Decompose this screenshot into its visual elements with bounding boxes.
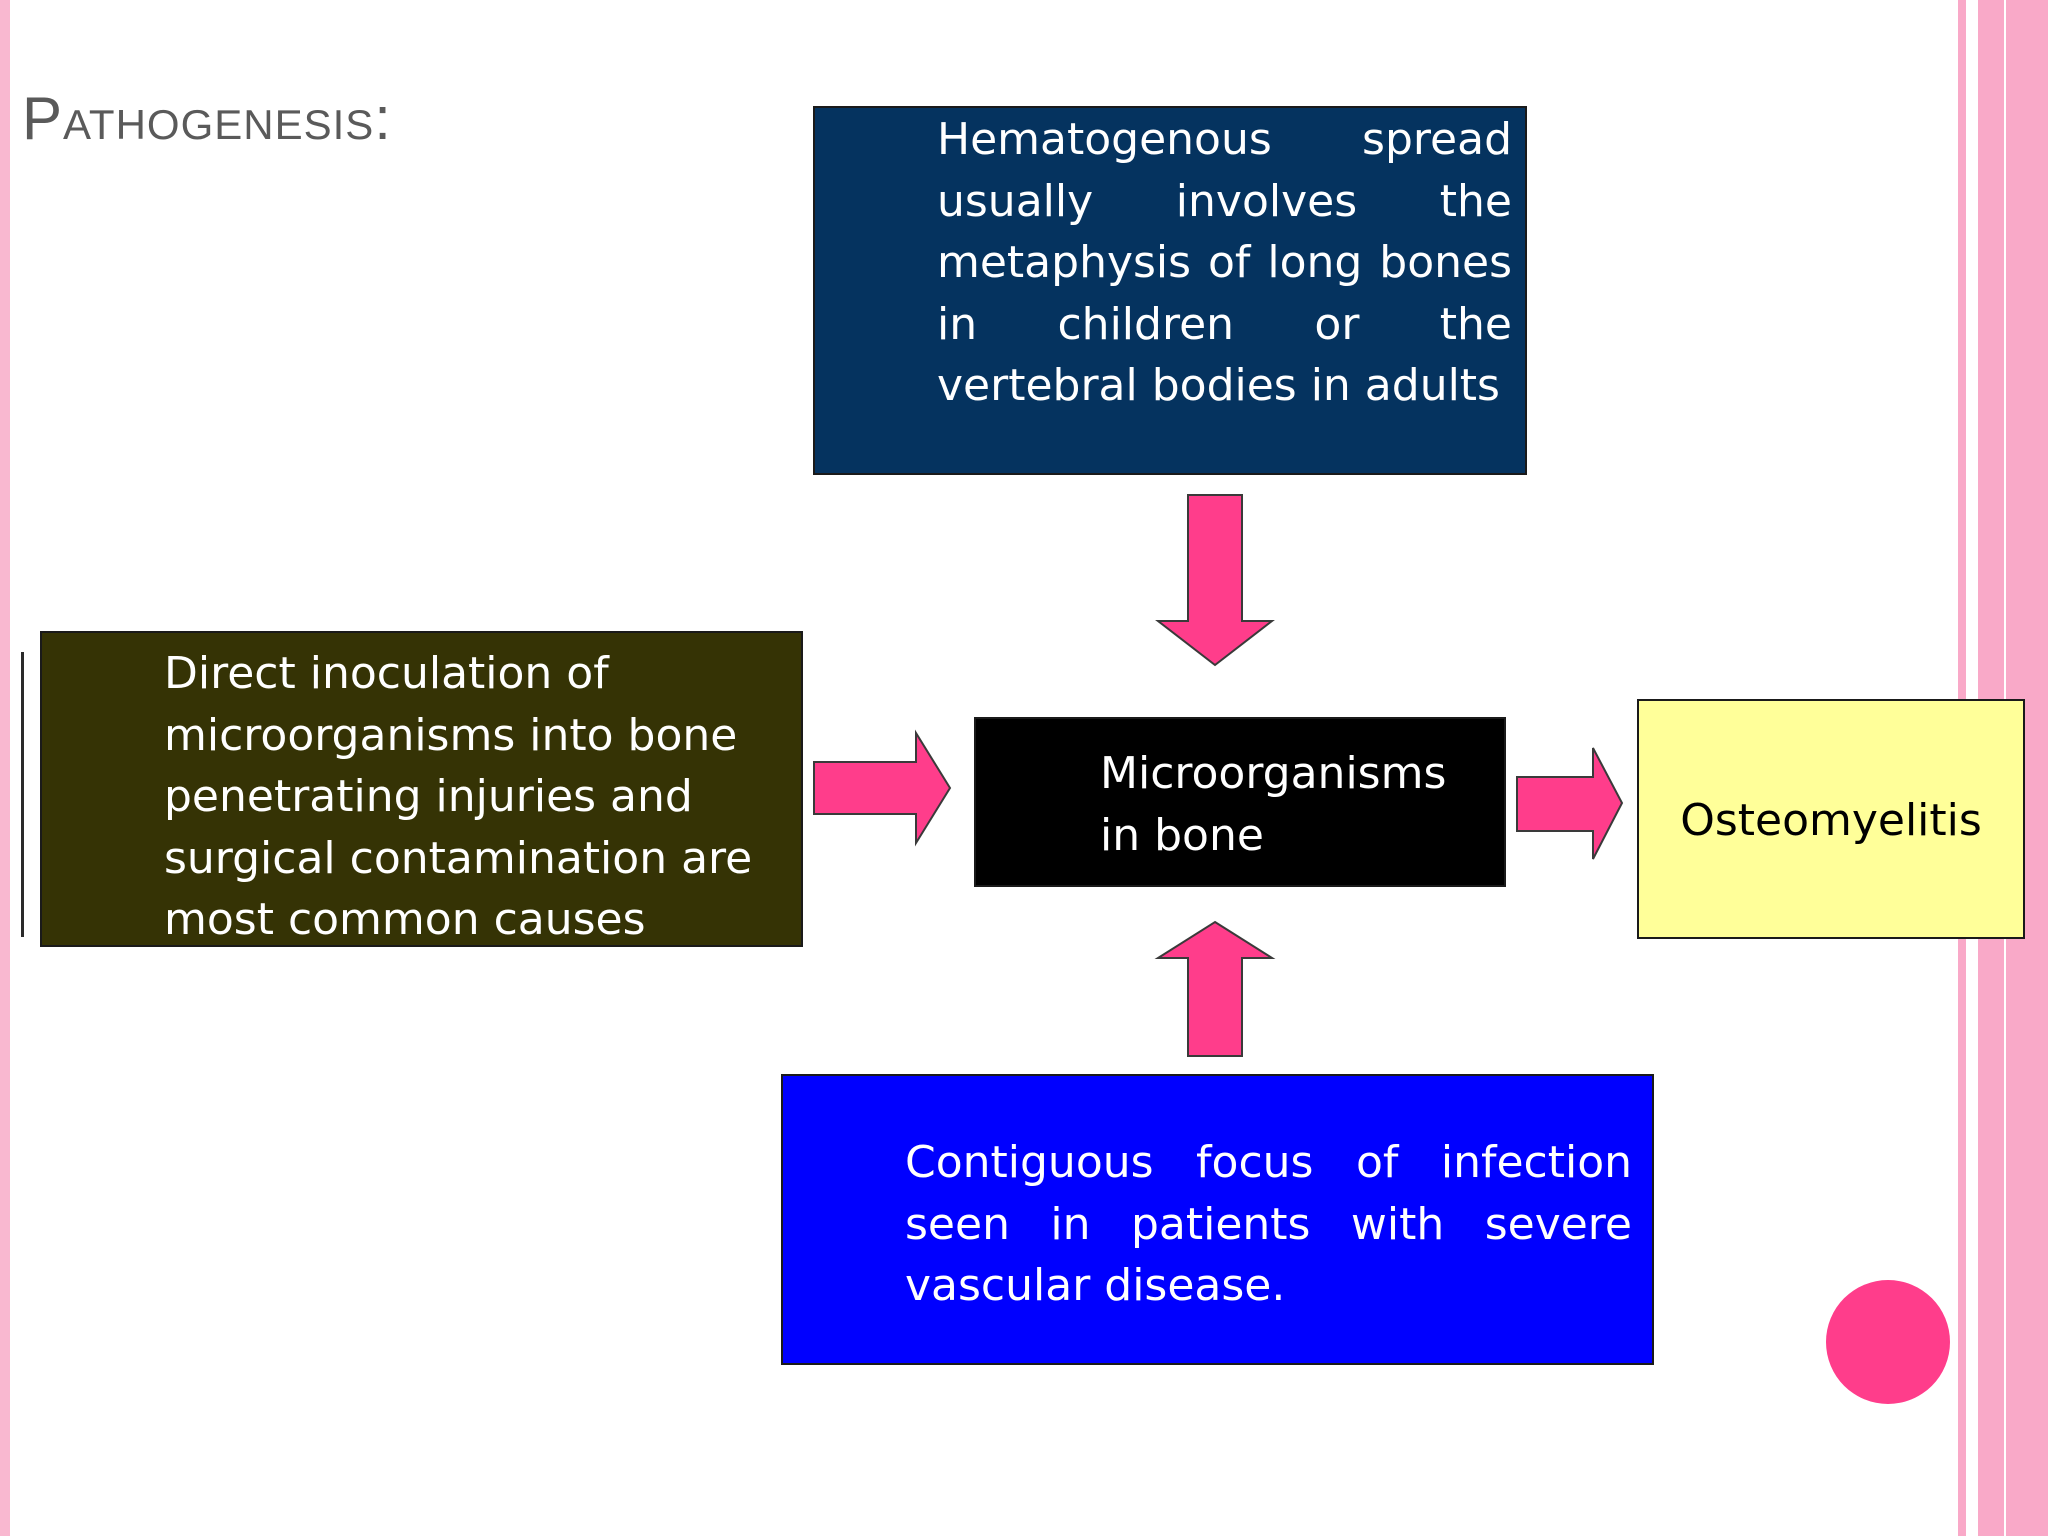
contiguous-focus-text: Contiguous focus of infection seen in pa…	[905, 1137, 1632, 1311]
hematogenous-box: Hematogenous spread usually involves the…	[813, 106, 1527, 475]
arrow-up-icon	[1154, 920, 1276, 1057]
osteomyelitis-text: Osteomyelitis	[1680, 795, 1982, 846]
arrow-right-icon	[1516, 747, 1624, 860]
left-edge-line	[21, 652, 24, 937]
direct-inoculation-box: Direct inoculation of microorganisms int…	[40, 631, 803, 947]
contiguous-focus-box: Contiguous focus of infection seen in pa…	[781, 1074, 1654, 1365]
osteomyelitis-box: Osteomyelitis	[1637, 699, 2025, 939]
microorganisms-box: Microorganisms in bone	[974, 717, 1506, 887]
arrow-right-icon	[813, 729, 952, 847]
arrow-down-icon	[1155, 494, 1275, 667]
hematogenous-text: Hematogenous spread usually involves the…	[937, 114, 1512, 411]
direct-inoculation-text: Direct inoculation of microorganisms int…	[164, 648, 753, 945]
decorative-stripe-left-edge	[0, 0, 10, 1536]
slide-title: Pathogenesis:	[22, 85, 392, 152]
decorative-circle	[1826, 1280, 1950, 1404]
microorganisms-text: Microorganisms in bone	[1100, 748, 1447, 861]
